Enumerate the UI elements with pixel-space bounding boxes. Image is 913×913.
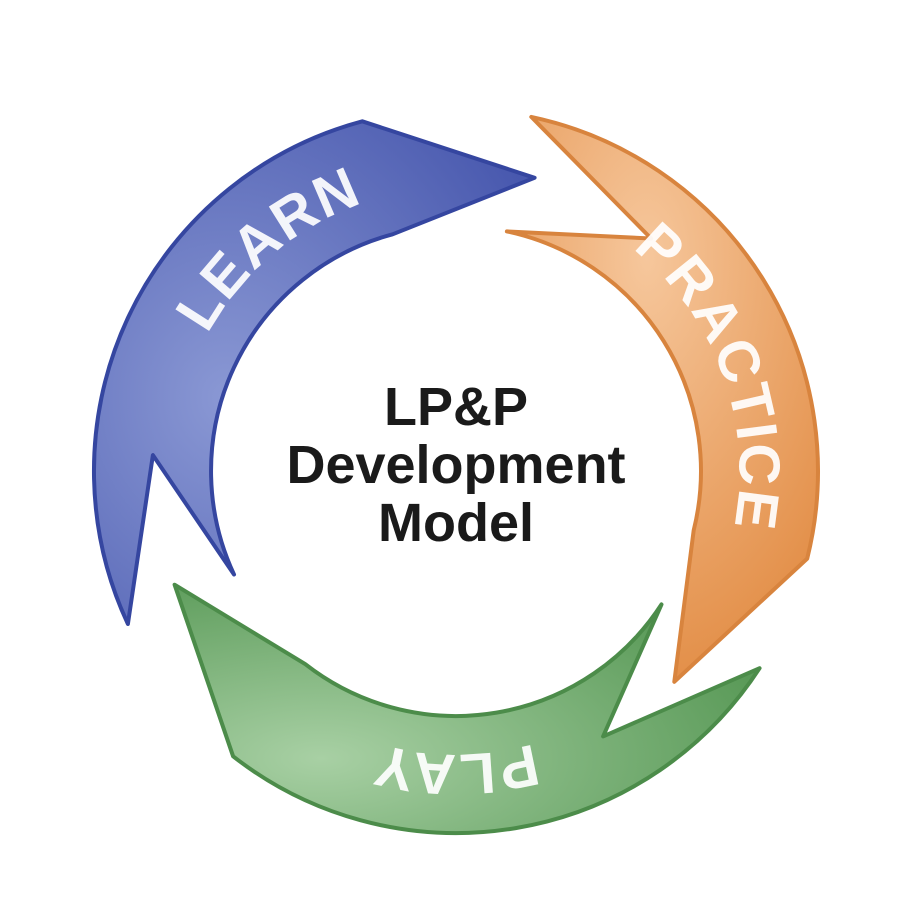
- play-arrow-segment: [172, 582, 762, 836]
- center-title-line-3: Model: [378, 493, 534, 553]
- center-title-line-2: Development: [286, 435, 626, 495]
- center-title-line-1: LP&P: [383, 377, 529, 437]
- practice-arrow-segment: [504, 114, 820, 684]
- center-title: LP&P Development Model: [256, 378, 656, 552]
- learn-arrow-segment: [91, 119, 537, 626]
